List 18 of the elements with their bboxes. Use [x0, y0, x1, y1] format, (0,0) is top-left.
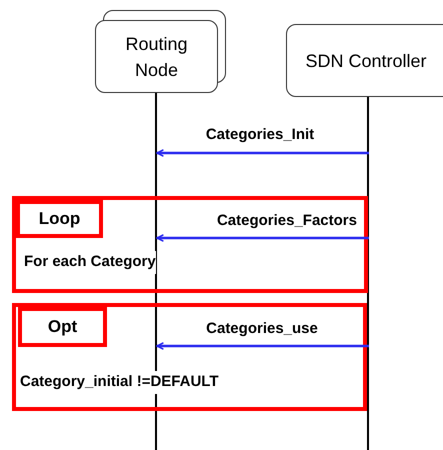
- participant-box: [286, 24, 443, 97]
- message-label: Categories_use: [205, 319, 319, 339]
- message-arrow: [156, 234, 369, 242]
- message-arrow: [156, 342, 369, 350]
- guard-condition: Category_initial !=DEFAULT: [20, 371, 219, 394]
- participant-box: [95, 20, 218, 93]
- combined-fragment-frame: [12, 196, 368, 293]
- lifeline: [367, 97, 369, 450]
- fragment-tag: Loop: [16, 200, 103, 238]
- combined-fragment-frame: [12, 303, 367, 411]
- message-label: Categories_Init: [204, 125, 316, 145]
- lifeline: [155, 93, 157, 450]
- fragment-tag: Opt: [18, 307, 107, 347]
- participant-label: Routing Node: [124, 32, 189, 82]
- participant-label: SDN Controller: [305, 50, 428, 72]
- guard-condition: For each Category: [24, 251, 156, 274]
- message-label: Categories_Factors: [216, 211, 357, 231]
- message-arrow: [156, 149, 369, 157]
